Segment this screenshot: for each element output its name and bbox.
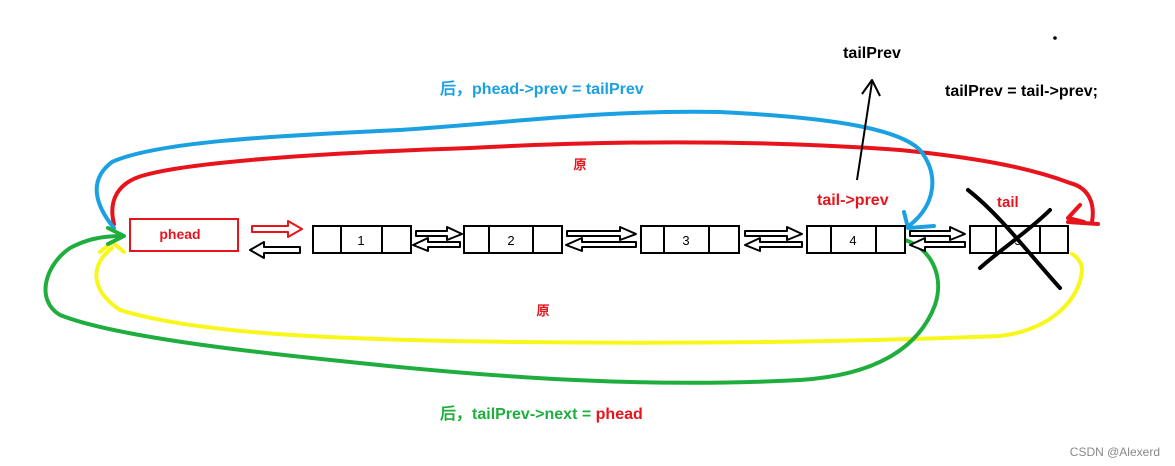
tailprev-up-arrowhead-icon <box>861 79 881 97</box>
tailprev-up-arrow-shaft <box>856 81 873 181</box>
original-bottom-label: 原 <box>536 303 549 318</box>
node3-prev-arrow-icon <box>565 237 637 252</box>
node-3: 3 <box>640 225 740 254</box>
red-original-prev-curve <box>110 140 1095 226</box>
node-4-value: 4 <box>849 233 856 248</box>
yellow-original-next-curve <box>94 246 1085 345</box>
watermark: CSDN @Alexerd <box>1070 445 1160 459</box>
node-4: 4 <box>806 225 906 254</box>
node4-prev-arrow-icon <box>744 237 803 252</box>
blue-arrowhead-icon <box>902 210 936 230</box>
tail-prev-arrow-icon <box>909 237 966 252</box>
node-1-value: 1 <box>357 233 364 248</box>
after-prev-prefix: 后， <box>440 80 472 98</box>
after-next-target: phead <box>596 406 643 423</box>
green-arrowhead-icon <box>106 226 126 246</box>
after-next-prefix: 后， <box>440 405 472 423</box>
stray-dot <box>1053 36 1057 40</box>
tail-ref-label: tail <box>997 194 1019 211</box>
blue-after-prev-curve <box>94 109 935 230</box>
green-after-next-curve <box>43 234 941 385</box>
node-1: 1 <box>312 225 412 254</box>
node2-next-arrow-icon <box>566 226 637 241</box>
node-2: 2 <box>463 225 563 254</box>
node1-next-arrow-icon <box>415 226 463 241</box>
after-next-caption: 后，tailPrev->next = phead <box>440 405 643 423</box>
tail-prev-ref-label: tail->prev <box>817 192 889 209</box>
original-top-label: 原 <box>573 157 586 172</box>
delete-cross-icon <box>966 188 1062 290</box>
node4-next-arrow-icon <box>909 226 966 241</box>
node3-next-arrow-icon <box>744 226 803 241</box>
red-arrow-tail-segment <box>1066 220 1100 226</box>
after-prev-expression: phead->prev = tailPrev <box>472 81 644 98</box>
node-2-value: 2 <box>507 233 514 248</box>
node1-prev-arrow-icon <box>249 241 301 259</box>
tailprev-assign-label: tailPrev = tail->prev; <box>945 83 1098 100</box>
after-next-expression: tailPrev->next = <box>472 406 596 423</box>
phead-next-arrow-icon <box>251 220 303 238</box>
phead-label: phead <box>159 226 200 242</box>
tailprev-top-label: tailPrev <box>843 45 901 62</box>
phead-node: phead <box>129 218 239 252</box>
after-prev-caption: 后，phead->prev = tailPrev <box>440 80 644 98</box>
node-3-value: 3 <box>682 233 689 248</box>
node2-prev-arrow-icon <box>412 237 461 252</box>
red-arrowhead-icon <box>1066 203 1086 224</box>
